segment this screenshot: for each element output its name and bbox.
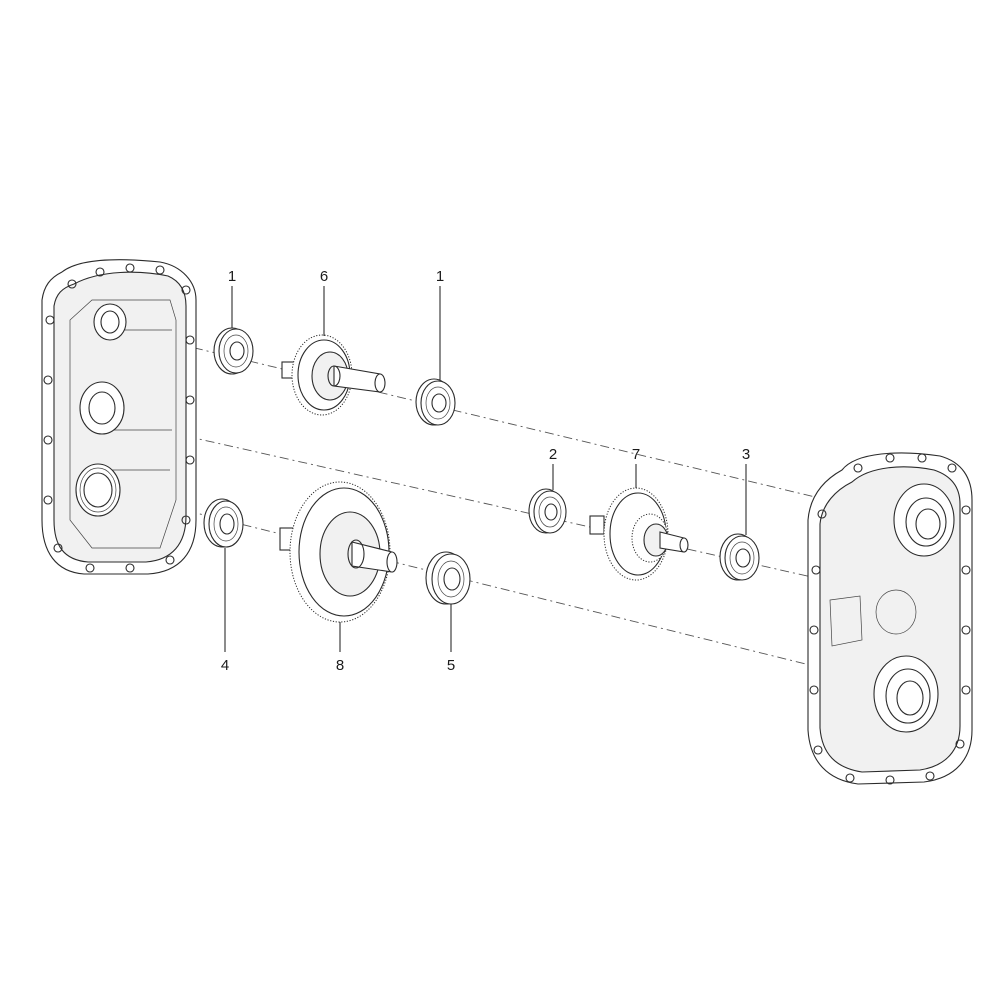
callout-2: 2 [549,446,557,490]
callout-5: 5 [447,604,455,674]
callout-label: 7 [632,446,640,463]
axis-lower [94,487,831,671]
bearing-2 [528,488,567,534]
bearing-4 [203,498,244,548]
gear-shaft-6 [281,334,386,416]
callout-1a: 1 [228,268,236,328]
callout-label: 1 [436,268,444,285]
callout-label: 1 [228,268,236,285]
callout-label: 4 [221,657,229,674]
callout-8: 8 [336,622,344,674]
callout-7: 7 [632,446,640,488]
assembly-axes [94,329,906,671]
gear-shaft-8 [279,481,398,623]
left-housing [41,259,197,575]
callout-3: 3 [742,446,750,535]
callout-label: 8 [336,657,344,674]
callout-label: 3 [742,446,750,463]
callout-4: 4 [221,548,229,674]
bearing-1a [213,327,254,375]
callouts: 1 6 1 2 7 3 4 8 [221,268,750,674]
axis-middle [149,427,906,599]
bearing-3 [719,533,760,581]
callout-1b: 1 [436,268,444,380]
callout-label: 6 [320,268,328,285]
bearing-1b [415,378,456,426]
callout-label: 2 [549,446,557,463]
gear-shaft-7 [589,487,689,581]
callout-6: 6 [320,268,328,336]
right-housing [807,452,973,785]
bearing-5 [425,551,471,605]
callout-label: 5 [447,657,455,674]
